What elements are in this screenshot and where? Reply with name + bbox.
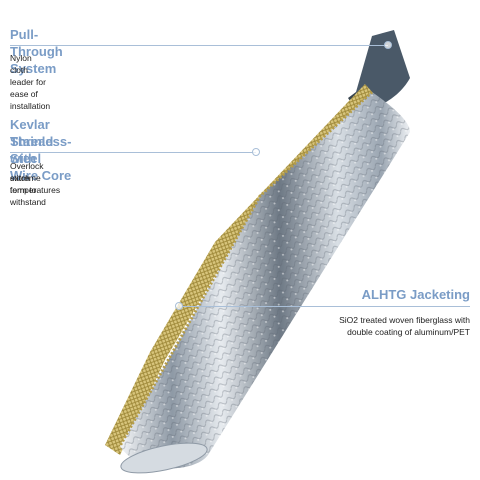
sleeve-end-cap (120, 442, 208, 474)
callout-title: Pull-Through System (10, 27, 63, 76)
leader-dot (384, 41, 392, 49)
callout-description-line-1: SiO2 treated woven fiberglass with (339, 315, 470, 325)
callout-title-line-2: Stainless-Steel Wire Core (10, 134, 72, 183)
callout-description: Nylon cloth leader for ease of installat… (10, 53, 51, 111)
leader-dot (252, 148, 260, 156)
leader-line (10, 45, 388, 46)
stitch-edge-line (118, 90, 374, 447)
callout-title-line-1: Kevlar Thread with (10, 117, 54, 166)
callout-description-line-2: double coating of aluminum/PET (347, 327, 470, 337)
callout-description-line-2: extreme temperatures (10, 173, 61, 195)
foil-quilt-texture (120, 92, 410, 469)
leader-line (180, 306, 470, 307)
leader-dot (175, 302, 183, 310)
callout-title: ALHTG Jacketing (361, 287, 470, 302)
callout-description-line-1: Overlock stitch form to withstand (10, 161, 46, 207)
leader-line (10, 152, 256, 153)
